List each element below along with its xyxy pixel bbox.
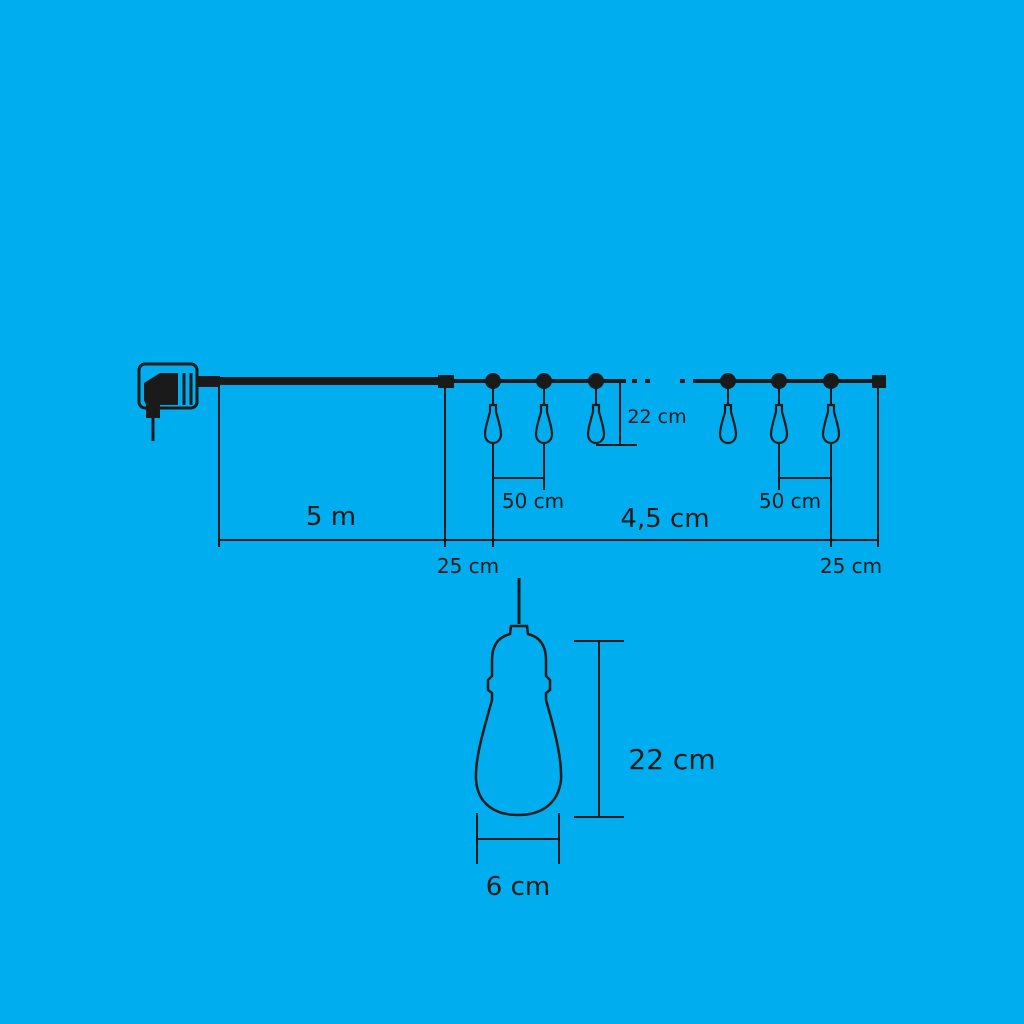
power-plug-icon xyxy=(137,362,199,441)
bulb-icon xyxy=(483,373,503,445)
bulb-icon xyxy=(534,373,554,445)
lead-cable-length-label: 5 m xyxy=(306,502,356,532)
bulb-width-label: 6 cm xyxy=(486,872,550,902)
bulb-icon xyxy=(821,373,841,445)
bulb-height-label: 22 cm xyxy=(628,743,715,776)
dimension-lines xyxy=(218,382,879,547)
lit-section-length-label: 4,5 cm xyxy=(620,504,709,534)
bulb-icon xyxy=(586,373,606,445)
start-offset-label: 25 cm xyxy=(437,554,499,578)
bulb-spacing-right-label: 50 cm xyxy=(759,489,821,513)
drop-length-label: 22 cm xyxy=(627,406,686,428)
bulb-icon xyxy=(718,373,738,445)
bulb-icon xyxy=(769,373,789,445)
bulb-detail-icon xyxy=(474,578,624,864)
bulb-spacing-left-label: 50 cm xyxy=(502,489,564,513)
bulb-row xyxy=(483,373,841,445)
end-offset-label: 25 cm xyxy=(820,554,882,578)
